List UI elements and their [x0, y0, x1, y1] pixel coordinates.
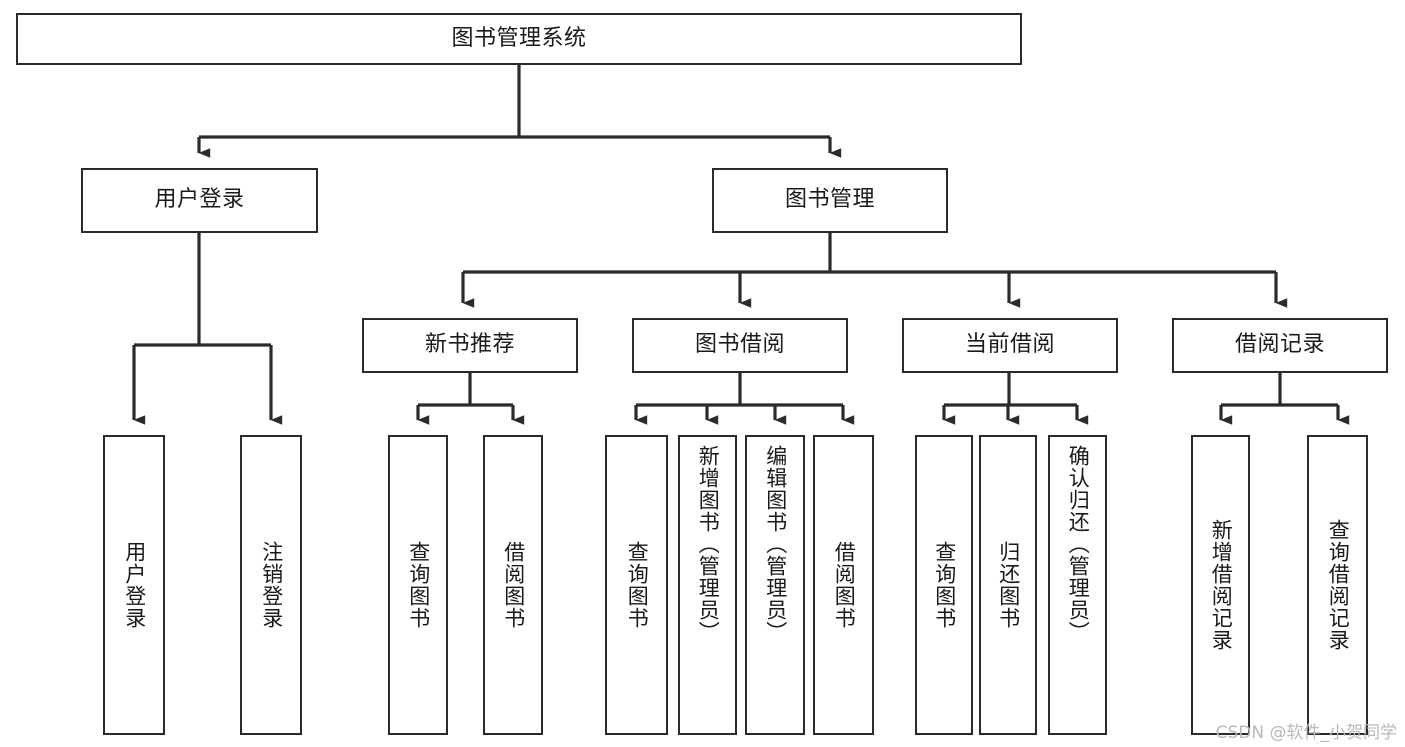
node-leaf-add-book[interactable]: 新增图书（管理员） — [678, 435, 737, 735]
node-root[interactable]: 图书管理系统 — [16, 13, 1022, 65]
node-leaf-borrow-book-2-label: 借阅图书 — [832, 541, 857, 629]
node-leaf-query-borrow-record-label: 查询借阅记录 — [1326, 519, 1351, 651]
watermark-text: CSDN @软件_小贺同学 — [1215, 723, 1397, 743]
node-book-borrow-label: 图书借阅 — [694, 332, 785, 358]
node-leaf-user-logout-label: 注销登录 — [259, 541, 284, 629]
node-leaf-query-book-2[interactable]: 查询图书 — [605, 435, 668, 735]
node-leaf-confirm-return[interactable]: 确认归还（管理员） — [1048, 435, 1107, 735]
node-leaf-borrow-book-1-label: 借阅图书 — [501, 541, 526, 629]
node-user-login[interactable]: 用户登录 — [81, 168, 318, 233]
node-book-manage[interactable]: 图书管理 — [712, 168, 948, 233]
node-current-borrow-label: 当前借阅 — [964, 332, 1055, 358]
node-leaf-query-book-3[interactable]: 查询图书 — [915, 435, 973, 735]
node-leaf-query-book-1[interactable]: 查询图书 — [388, 435, 448, 735]
node-leaf-query-book-3-label: 查询图书 — [932, 541, 957, 629]
node-leaf-borrow-book-1[interactable]: 借阅图书 — [483, 435, 543, 735]
node-leaf-add-book-label: 新增图书（管理员） — [696, 445, 721, 643]
node-current-borrow[interactable]: 当前借阅 — [902, 318, 1118, 373]
node-book-borrow[interactable]: 图书借阅 — [632, 318, 848, 373]
node-leaf-return-book-label: 归还图书 — [996, 541, 1021, 629]
node-leaf-user-login[interactable]: 用户登录 — [103, 435, 165, 735]
node-root-label: 图书管理系统 — [451, 25, 587, 51]
node-leaf-user-login-label: 用户登录 — [122, 541, 147, 629]
node-borrow-record-label: 借阅记录 — [1234, 332, 1325, 358]
node-leaf-edit-book-label: 编辑图书（管理员） — [763, 445, 788, 643]
node-leaf-edit-book[interactable]: 编辑图书（管理员） — [745, 435, 805, 735]
node-new-book-recommend[interactable]: 新书推荐 — [362, 318, 578, 373]
node-leaf-add-borrow-record-label: 新增借阅记录 — [1209, 519, 1234, 651]
node-leaf-borrow-book-2[interactable]: 借阅图书 — [813, 435, 874, 735]
node-user-login-label: 用户登录 — [154, 187, 245, 213]
node-new-book-recommend-label: 新书推荐 — [424, 332, 515, 358]
node-leaf-query-book-1-label: 查询图书 — [406, 541, 431, 629]
node-leaf-user-logout[interactable]: 注销登录 — [240, 435, 302, 735]
node-book-manage-label: 图书管理 — [784, 187, 875, 213]
node-leaf-add-borrow-record[interactable]: 新增借阅记录 — [1191, 435, 1250, 735]
node-leaf-return-book[interactable]: 归还图书 — [979, 435, 1037, 735]
node-leaf-query-book-2-label: 查询图书 — [625, 541, 650, 629]
node-leaf-query-borrow-record[interactable]: 查询借阅记录 — [1307, 435, 1368, 735]
node-borrow-record[interactable]: 借阅记录 — [1172, 318, 1388, 373]
node-leaf-confirm-return-label: 确认归还（管理员） — [1066, 445, 1091, 643]
